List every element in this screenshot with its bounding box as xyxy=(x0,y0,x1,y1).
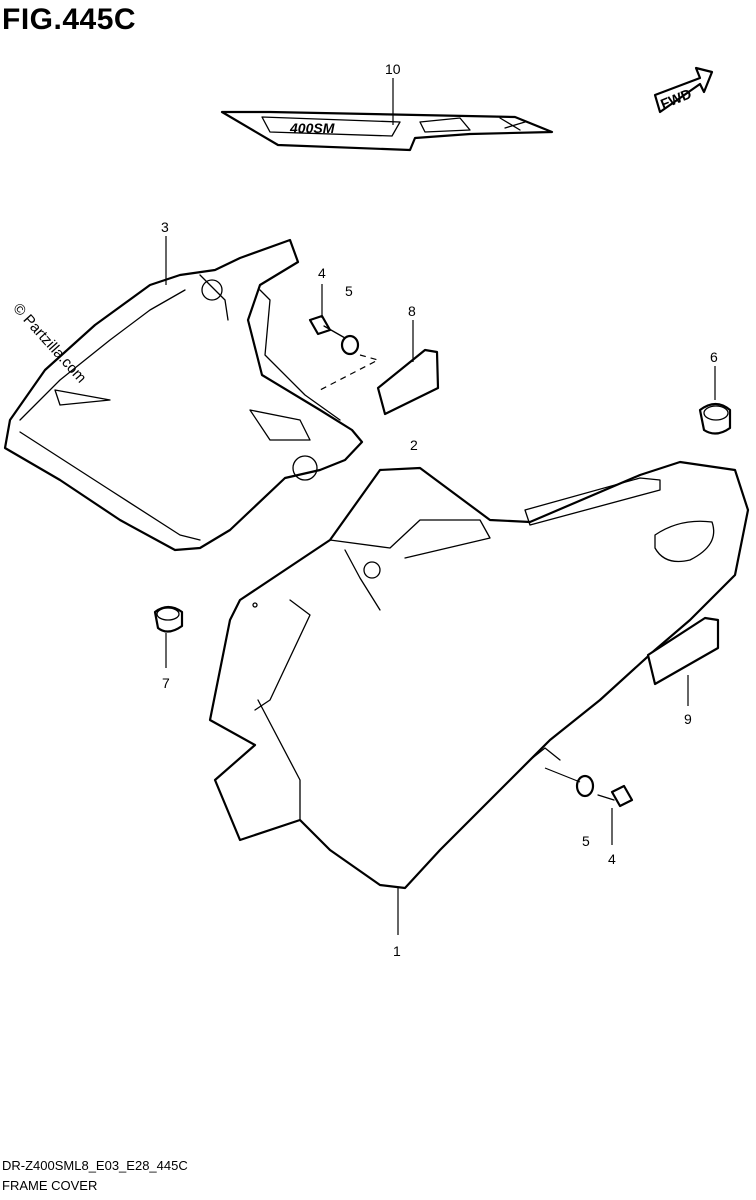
callout-5-bottom: 5 xyxy=(582,833,590,849)
footer-section-name: FRAME COVER xyxy=(2,1178,98,1193)
callout-3: 3 xyxy=(161,219,169,235)
leader-lines xyxy=(165,78,716,935)
part-washer-5-top[interactable] xyxy=(340,334,360,356)
callout-7: 7 xyxy=(162,675,170,691)
callout-10: 10 xyxy=(385,61,401,77)
part-frame-cover-3[interactable] xyxy=(3,238,364,552)
callout-4-bottom: 4 xyxy=(608,851,616,867)
part-pad-8[interactable] xyxy=(376,348,440,416)
part-grommet-6[interactable] xyxy=(698,402,732,435)
callout-8: 8 xyxy=(408,303,416,319)
assembly-line-top xyxy=(319,354,380,391)
callout-2: 2 xyxy=(410,437,418,453)
footer-model-code: DR-Z400SML8_E03_E28_445C xyxy=(2,1158,188,1173)
part-decal-10[interactable]: 400SM xyxy=(220,110,554,152)
figure-title: FIG.445C xyxy=(2,3,137,36)
assembly-line-bottom xyxy=(544,767,581,783)
part-frame-cover-1[interactable] xyxy=(208,460,750,890)
callout-4-top: 4 xyxy=(318,265,326,281)
callout-9: 9 xyxy=(684,711,692,727)
decal-text: 400SM xyxy=(289,120,335,136)
callout-6: 6 xyxy=(710,349,718,365)
part-pad-9[interactable] xyxy=(646,616,720,686)
callout-5-top: 5 xyxy=(345,283,353,299)
callout-1: 1 xyxy=(393,943,401,959)
part-bolt-4-top[interactable] xyxy=(308,314,346,339)
part-grommet-7[interactable] xyxy=(153,605,184,633)
fwd-arrow-icon: FWD xyxy=(653,66,714,114)
fwd-label: FWD xyxy=(658,85,694,112)
part-washer-5-bottom[interactable] xyxy=(575,774,595,798)
part-bolt-4-bottom[interactable] xyxy=(597,784,634,808)
